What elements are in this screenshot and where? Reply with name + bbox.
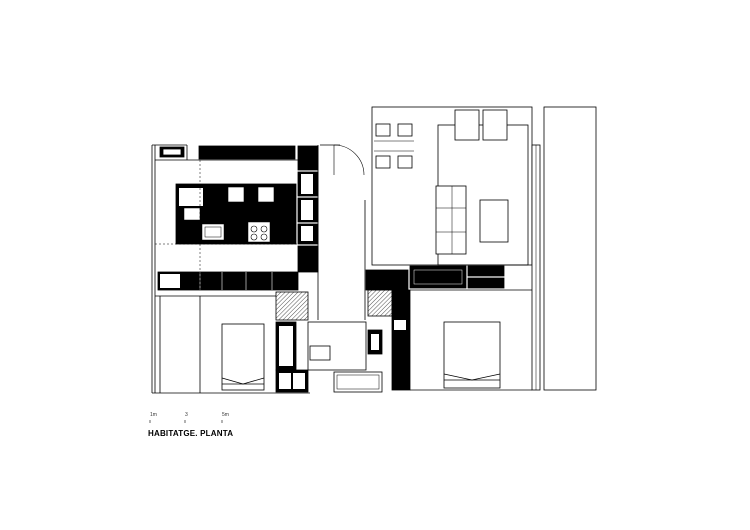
bedroom-small (152, 291, 310, 394)
scale-label-mid: 3 (185, 412, 188, 418)
bedroom-master (409, 265, 532, 391)
plan-caption: HABITATGE. PLANTA (148, 429, 234, 438)
scale-label-start: 1m (150, 412, 157, 418)
living-room (371, 106, 597, 391)
kitchen-block (151, 144, 340, 393)
bathroom-block (307, 144, 411, 393)
scale-label-end: 5m (222, 412, 229, 418)
scale-bar (149, 420, 223, 423)
